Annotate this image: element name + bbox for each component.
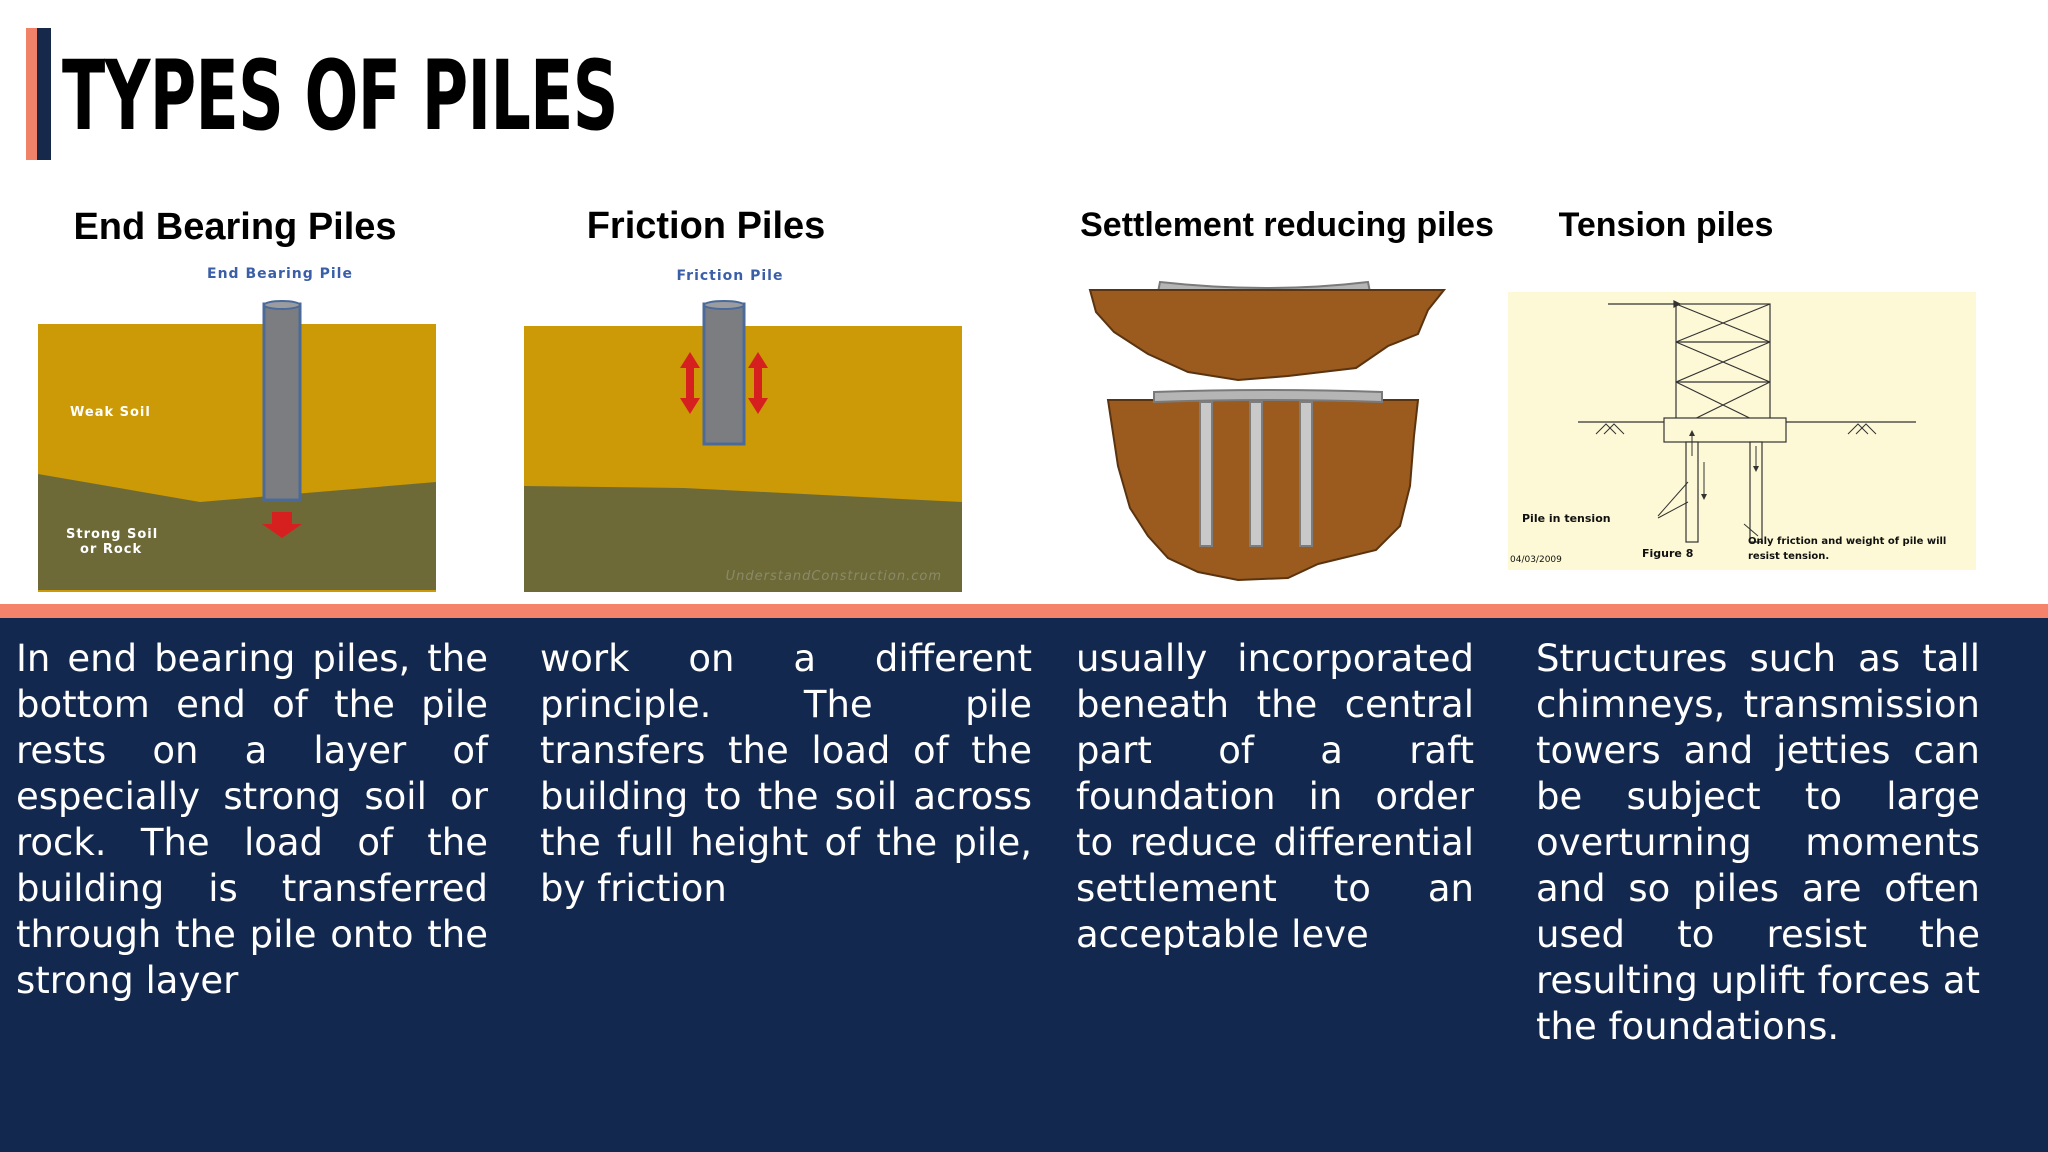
tension-piles-figure: Pile in tension Figure 8 04/03/2009 Only…	[1508, 292, 1976, 570]
weak-soil-label: Weak Soil	[70, 405, 151, 420]
pile-in-tension-label: Pile in tension	[1522, 512, 1611, 525]
settlement-piles-figure	[1088, 280, 1447, 582]
end-bearing-description: In end bearing piles, the bottom end of …	[16, 637, 488, 1002]
settlement-description: usually incorporated beneath the central…	[1076, 637, 1474, 956]
note-line-1: Only friction and weight of pile will	[1748, 536, 1946, 547]
title-accent-navy	[37, 28, 51, 160]
pile-icon	[262, 300, 302, 502]
heading-settlement: Settlement reducing piles	[1080, 206, 1494, 244]
end-bearing-pile-figure: End Bearing Pile Weak Soil Strong Soil o…	[38, 266, 436, 592]
tension-description: Structures such as tall chimneys, transm…	[1536, 637, 1980, 1048]
pile-icon	[702, 300, 746, 446]
soil-mass-icon	[1088, 289, 1447, 582]
slide-title: TYPES OF PILES	[62, 40, 618, 152]
figure-number-label: Figure 8	[1642, 547, 1693, 560]
section-divider	[0, 604, 2048, 618]
description-panel	[0, 618, 2048, 1152]
double-arrow-icon	[680, 352, 768, 414]
title-accent-orange	[26, 28, 37, 160]
date-label: 04/03/2009	[1510, 555, 1562, 565]
strong-soil-label: Strong Soil	[66, 527, 158, 542]
heading-friction: Friction Piles	[586, 205, 826, 247]
figure-caption: End Bearing Pile	[207, 266, 353, 282]
friction-pile-figure: Friction Pile UnderstandConstruction.com	[524, 268, 962, 592]
heading-end-bearing: End Bearing Piles	[73, 206, 397, 248]
down-arrow-icon	[262, 512, 302, 538]
rock-label: or Rock	[80, 542, 142, 557]
watermark: UnderstandConstruction.com	[726, 569, 942, 584]
note-line-2: resist tension.	[1748, 551, 1829, 562]
strong-soil-layer	[38, 474, 436, 590]
figure-caption: Friction Pile	[677, 268, 784, 284]
heading-tension: Tension piles	[1558, 206, 1774, 244]
lower-soil-layer	[524, 486, 962, 592]
friction-description: work on a different principle. The pile …	[540, 637, 1032, 910]
